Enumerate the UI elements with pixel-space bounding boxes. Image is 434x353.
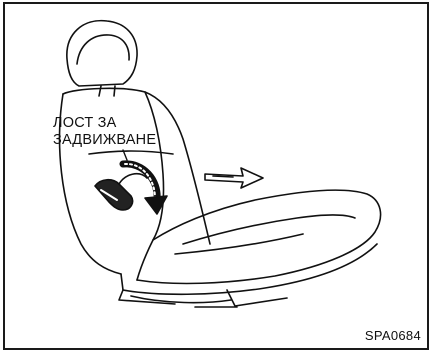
seat-cushion bbox=[120, 189, 382, 296]
seat-rail bbox=[118, 289, 288, 308]
callout-line-1: ЛОСТ ЗА bbox=[53, 115, 117, 131]
figure-code: SPA0684 bbox=[364, 328, 421, 343]
figure-frame: ЛОСТ ЗА ЗАДВИЖВАНЕ SPA0684 bbox=[3, 2, 429, 350]
recline-lever-icon bbox=[94, 172, 148, 211]
motion-arrow-icon bbox=[204, 167, 264, 189]
seat-illustration bbox=[58, 19, 382, 308]
rotation-arrow-icon bbox=[119, 160, 168, 215]
callout-line-2: ЗАДВИЖВАНЕ bbox=[53, 132, 157, 148]
callout-leader bbox=[122, 149, 128, 161]
seatback bbox=[58, 87, 211, 275]
lever-callout-label: ЛОСТ ЗА ЗАДВИЖВАНЕ bbox=[53, 115, 156, 149]
headrest bbox=[66, 19, 138, 97]
